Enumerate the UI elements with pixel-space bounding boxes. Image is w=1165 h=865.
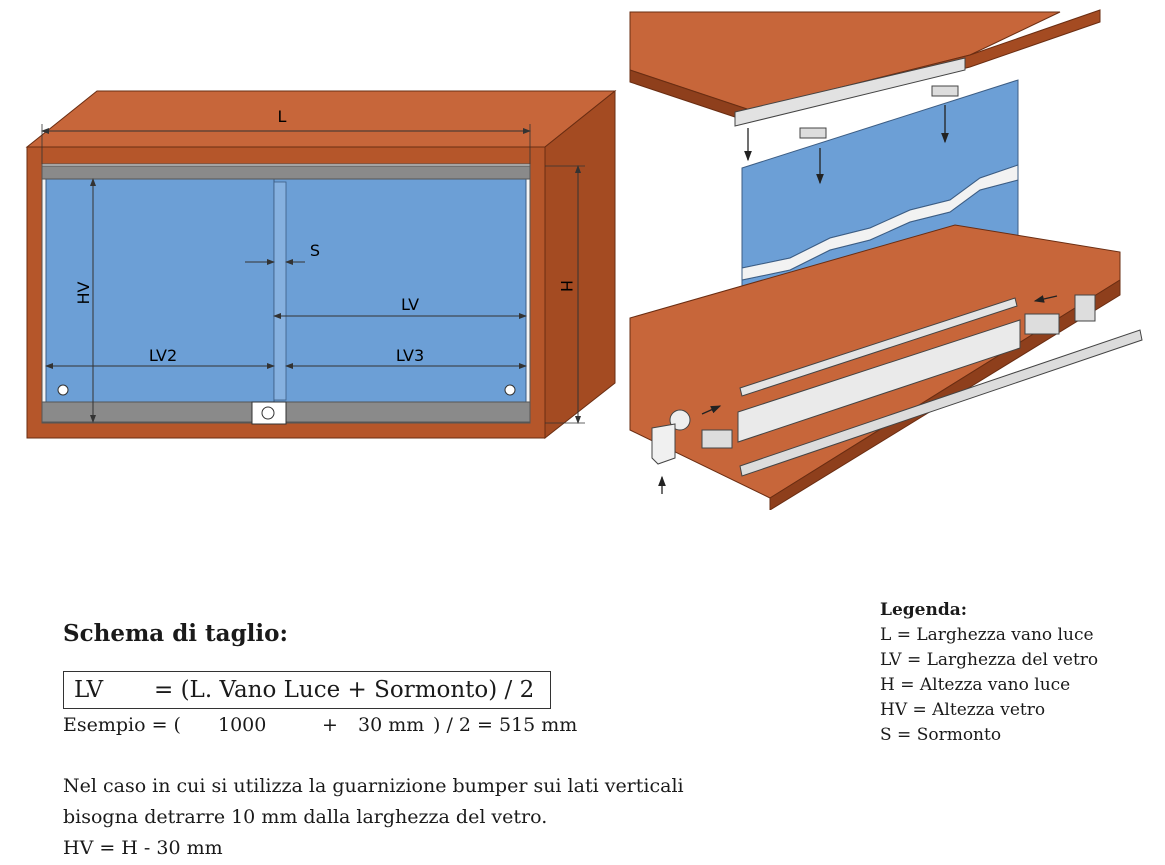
clip-2 (931, 85, 959, 97)
legend-title: Legenda: (880, 600, 968, 620)
roller-fitting-right (1024, 313, 1060, 335)
formula-lhs: LV (74, 677, 104, 703)
bottom-rail-lower (739, 329, 1143, 477)
label-H: H (557, 280, 576, 292)
example-line: Esempio = ( 1000 +30 mm ) / 2 = 515 mm (63, 714, 577, 736)
label-S: S (310, 241, 320, 260)
roller-right (504, 384, 516, 396)
roller-left (57, 384, 69, 396)
example-value1: 1000 (218, 714, 267, 736)
arrow-left-icon (1033, 295, 1058, 303)
label-HV: HV (74, 281, 93, 304)
label-LV: LV (401, 295, 419, 314)
top-rail-profile (734, 57, 966, 127)
bottom-rail-middle (737, 319, 1021, 443)
hv-formula: HV = H - 30 mm (63, 837, 223, 859)
example-value2: 30 mm (358, 714, 425, 736)
glass-panel-right (273, 178, 527, 403)
stop-right (1074, 294, 1096, 322)
legend-item: LV = Larghezza del vetro (880, 650, 1099, 670)
arrow-right-icon (701, 405, 722, 415)
exploded-assembly-diagram (629, 9, 1143, 510)
note-line-1: Nel caso in cui si utilizza la guarnizio… (63, 775, 684, 797)
formula-rhs: = (L. Vano Luce + Sormonto) / 2 (154, 677, 535, 703)
cutting-scheme-title: Schema di taglio: (63, 620, 288, 647)
bottom-rail-upper (739, 297, 1018, 397)
label-L: L (278, 107, 287, 126)
clip-1 (799, 127, 827, 139)
example-label: Esempio = ( (63, 714, 181, 736)
top-rail (41, 165, 531, 180)
cabinet-top-face (25, 90, 617, 148)
legend-item: H = Altezza vano luce (880, 675, 1071, 695)
note-line-2: bisogna detrarre 10 mm dalla larghezza d… (63, 806, 548, 828)
example-result: ) / 2 = 515 mm (433, 714, 578, 736)
legend-item: L = Larghezza vano luce (880, 625, 1094, 645)
cabinet-side-face (544, 89, 616, 440)
mounting-bracket (651, 423, 676, 465)
label-LV3: LV3 (396, 346, 424, 365)
formula-box: LV = (L. Vano Luce + Sormonto) / 2 (63, 671, 551, 709)
example-plus: + (322, 714, 338, 736)
legend-item: HV = Altezza vetro (880, 700, 1046, 720)
legend: Legenda: L = Larghezza vano luce LV = La… (880, 598, 1098, 748)
roller-fitting-left (701, 429, 733, 449)
cabinet-front-diagram: L H HV S LV LV2 LV3 (25, 89, 617, 440)
label-LV2: LV2 (149, 346, 177, 365)
legend-item: S = Sormonto (880, 725, 1002, 745)
